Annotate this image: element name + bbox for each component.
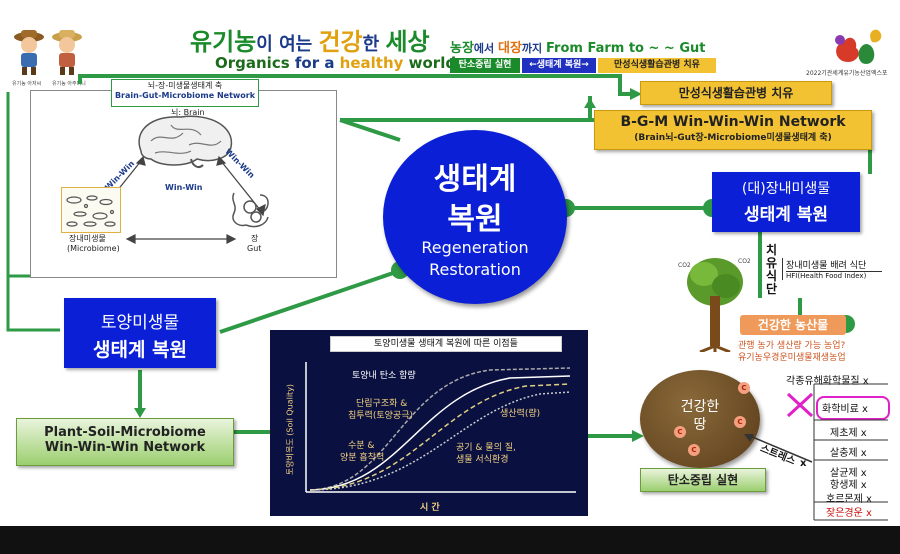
carbon-neutral-box: 탄소중립 실현 bbox=[640, 468, 766, 492]
mascot-caption-1: 유기농 아저씨 bbox=[12, 81, 42, 87]
carbon-dot-4: C bbox=[688, 444, 700, 456]
tag-carbon-neutral: 탄소중립 실현 bbox=[450, 58, 520, 73]
winwin-label-center: Win-Win bbox=[165, 183, 203, 192]
microbiome-label-en: (Microbiome) bbox=[67, 244, 120, 253]
curve-label-nutrient: 양분 흡착력 bbox=[340, 453, 385, 463]
stress-x-mark: x bbox=[800, 458, 807, 469]
gut-label-ko: 장 bbox=[251, 234, 259, 243]
carbon-dot-3: C bbox=[734, 416, 746, 428]
center-title-line2: 복원 bbox=[447, 202, 503, 237]
chemicals-bracket bbox=[813, 383, 888, 521]
farm-to-gut-slogan: 농장에서 대장까지 From Farm to ~ ~ Gut bbox=[450, 41, 706, 56]
stress-arrow bbox=[744, 434, 813, 463]
organic-farming-text: 유기농우경운미생물재생농업 bbox=[738, 353, 846, 363]
microbiome-image bbox=[61, 187, 121, 233]
chemical-item-fertilizer: 화학비료 x bbox=[822, 404, 868, 415]
expo-logo bbox=[826, 24, 886, 70]
bgm-network-box: B-G-M Win-Win-Win Network (Brain뇌-Gut장-M… bbox=[594, 110, 872, 150]
co2-label-left: CO2 bbox=[678, 262, 691, 269]
ecosystem-restoration-circle: 생태계 복원 Regeneration Restoration bbox=[383, 130, 567, 304]
expo-logo-caption: 2022기관세계유기농산업엑스포 bbox=[806, 70, 888, 77]
soil-benefit-graph: 토양미생물 생태계 복원에 따른 이점들 토양비옥도 (Soil Quality… bbox=[270, 330, 588, 516]
carbon-dot-1: C bbox=[674, 426, 686, 438]
brain-panel-header: 뇌-장-미생물생태계 축 Brain-Gut-Microbiome Networ… bbox=[111, 79, 259, 107]
healthy-produce-box: 건강한 농산물 bbox=[740, 315, 846, 335]
curve-label-aggregate: 단립구조화 & bbox=[356, 399, 408, 409]
chemical-item-antibiotic: 항생제 x bbox=[830, 480, 867, 491]
center-title-line1: 생태계 bbox=[433, 162, 517, 197]
magenta-x-mark bbox=[786, 392, 814, 418]
tag-chronic-healing: 만성식생활습관병 치유 bbox=[598, 58, 716, 73]
curve-label-water: 수분 & bbox=[348, 441, 375, 451]
page-title: 유기농이 여는 건강한 세상 bbox=[190, 28, 430, 56]
chemical-item-tillage: 잦은경운 x bbox=[826, 508, 872, 519]
plant-soil-microbiome-box: Plant-Soil-Microbiome Win-Win-Win Networ… bbox=[16, 418, 234, 466]
healthy-soil-ball: 건강한 땅 C C C C bbox=[640, 370, 760, 468]
tree-icon bbox=[687, 258, 743, 352]
brain-gut-panel: 뇌-장-미생물생태계 축 Brain-Gut-Microbiome Networ… bbox=[30, 79, 337, 278]
graph-curves bbox=[305, 362, 576, 493]
carbon-dot-2: C bbox=[738, 382, 750, 394]
chemical-item-fungicide: 살균제 x bbox=[830, 468, 867, 479]
brain-label: 뇌: Brain bbox=[171, 108, 205, 117]
soil-microbe-restoration-box: 토양미생물 생태계 복원 bbox=[64, 298, 216, 368]
chronic-healing-box: 만성식생활습관병 치유 bbox=[640, 81, 832, 105]
curve-label-productivity: 생산력(량) bbox=[500, 409, 541, 419]
graph-x-label: 시 간 bbox=[420, 503, 440, 513]
curve-label-habitat: 생물 서식환경 bbox=[456, 455, 509, 465]
curve-label-infiltration: 침투력(토양공극) bbox=[348, 411, 413, 421]
page-subtitle: Organics for a healthy world bbox=[215, 54, 457, 72]
brain-icon bbox=[138, 115, 233, 168]
tag-ecosystem-restoration: ←생태계 복원→ bbox=[522, 58, 596, 73]
center-en-line1: Regeneration bbox=[421, 238, 529, 257]
mascot-farmer-woman bbox=[50, 28, 84, 78]
diet-box: 장내미생물 배려 식단 HFI(Health Food Index) bbox=[782, 258, 882, 280]
center-en-line2: Restoration bbox=[429, 260, 521, 279]
yield-question: 관행 농가 생산량 가능 농업? bbox=[738, 341, 846, 351]
mascot-farmer-man bbox=[12, 28, 46, 78]
gut-microbe-restoration-box: (대)장내미생물 생태계 복원 bbox=[712, 172, 860, 232]
gut-label-en: Gut bbox=[247, 244, 262, 253]
chemical-item-herbicide: 제초제 x bbox=[830, 428, 867, 439]
gut-icon bbox=[232, 192, 269, 228]
mascot-caption-2: 유기농 아주머니 bbox=[52, 81, 86, 87]
chemical-item-hazardous: 각종유해화학물질 x bbox=[786, 376, 869, 387]
microbiome-label-ko: 장내미생물 bbox=[69, 234, 106, 243]
curve-label-carbon: 토양내 탄소 함량 bbox=[352, 371, 416, 381]
chemicals-list: 각종유해화학물질 x 화학비료 x 제초제 x 살충제 x 살균제 x 항생제 … bbox=[770, 372, 890, 521]
co2-label-right: CO2 bbox=[738, 258, 751, 265]
healing-diet-vertical: 치유식단 bbox=[766, 243, 778, 296]
chemical-item-fertilizer-box bbox=[816, 396, 890, 420]
chemical-item-hormone: 호르몬제 x bbox=[826, 494, 872, 505]
curve-label-air-water: 공기 & 물의 질, bbox=[456, 443, 516, 453]
chemical-item-insecticide: 살충제 x bbox=[830, 448, 867, 459]
graph-title: 토양미생물 생태계 복원에 따른 이점들 bbox=[330, 336, 562, 352]
